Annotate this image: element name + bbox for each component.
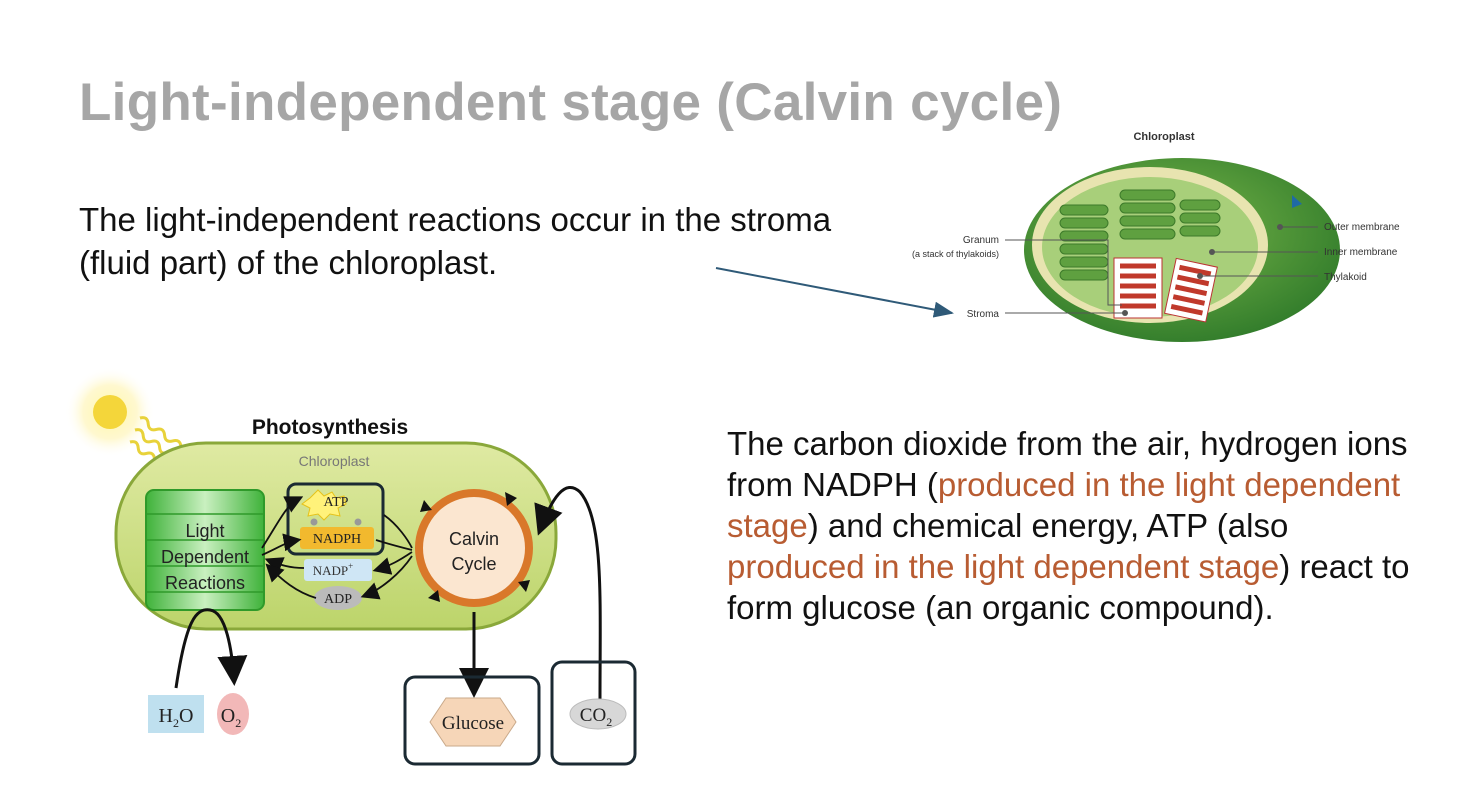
stroma-label: Stroma [967,309,1000,320]
granum-label: Granum [963,235,999,246]
nadph-label: NADPH [313,532,361,547]
chloroplast-label: Chloroplast [299,453,370,469]
glucose-hexagon [429,697,517,747]
o2-text: O2 [221,705,241,730]
thylakoid-stack [1113,257,1218,323]
co2-badge [569,698,627,730]
o2-part-a: O [221,705,235,727]
text-part: ) react to form glucose (an organic comp… [727,548,1410,626]
outer-membrane-label: Outer membrane [1324,222,1400,233]
nadph-badge [300,527,374,549]
o2-badge [217,693,249,735]
co2-to-calvin-arrow [534,485,602,701]
photosynthesis-diagram: Photosynthesis Chloroplast Light Depende… [65,367,637,766]
atp-burst-icon [301,489,347,521]
nadp-label: NADP [313,563,348,578]
co2-highlight [550,660,637,766]
nadp-badge [304,559,372,581]
water-oxygen-arrow [174,608,248,689]
calvin-line2: Cycle [451,554,496,574]
h2o-part-b: O [179,705,193,727]
pointer-arrow [715,267,954,318]
co2-text: CO2 [580,705,612,729]
sun-icon [93,395,127,429]
light-reactions-line3: Reactions [165,573,245,593]
photosynthesis-title: Photosynthesis [252,416,408,439]
text-part: The carbon dioxide from the air, hydroge… [727,425,1408,503]
co2-part-a: CO [580,705,606,726]
slide-title: Light-independent stage (Calvin cycle) [79,73,1063,132]
light-reactions-line2: Dependent [161,547,249,567]
nadp-sup: + [348,561,353,571]
granum-sub-label: (a stack of thylakoids) [912,249,999,259]
inner-membrane-label: Inner membrane [1324,247,1398,258]
atp-nadph-highlight [286,482,385,556]
h2o-part-a: H [159,705,173,727]
intro-paragraph: The light-independent reactions occur in… [79,201,832,281]
atp-label: ATP [324,495,349,510]
adp-badge [314,586,362,610]
chloroplast-figure-title: Chloroplast [1133,131,1194,143]
glucose-label: Glucose [442,713,504,734]
thylakoid-label: Thylakoid [1324,272,1367,283]
calvin-description-paragraph: The carbon dioxide from the air, hydroge… [727,423,1427,628]
calvin-line1: Calvin [449,529,499,549]
h2o-sub: 2 [173,716,179,730]
highlight-text: produced in the light dependent stage [727,466,1401,544]
glucose-highlight [403,675,541,766]
text-part: ) and chemical energy, ATP (also [807,507,1289,544]
light-reactions-line1: Light [185,521,224,541]
h2o-box [148,695,204,733]
h2o-text: H2O [159,705,194,730]
chloroplast-illustration: Chloroplast [912,131,1400,342]
o2-sub: 2 [235,716,241,730]
calvin-cycle-ring [415,489,533,607]
nadp-text: NADP+ [313,561,353,578]
highlight-text: produced in the light dependent stage [727,548,1280,585]
adp-label: ADP [324,592,352,607]
co2-sub: 2 [606,715,612,729]
